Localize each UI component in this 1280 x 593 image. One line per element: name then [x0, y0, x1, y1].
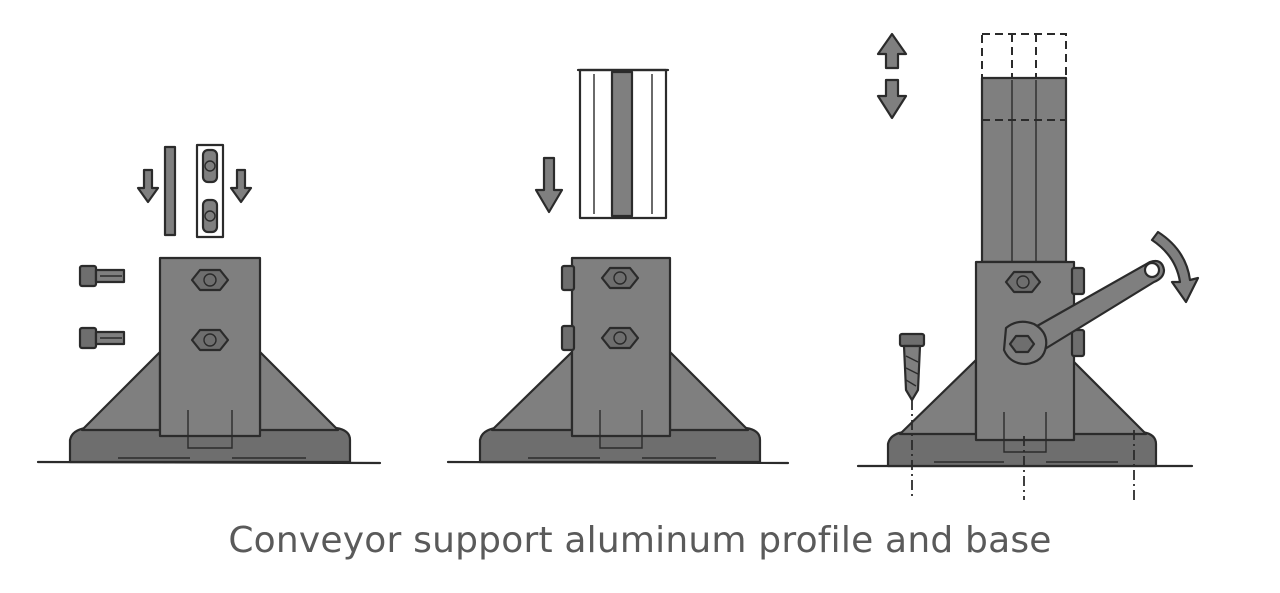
bolt-icon [78, 264, 126, 288]
hex-nut-icon [600, 326, 640, 350]
aluminum-profile [576, 68, 670, 220]
column-slot [187, 410, 233, 449]
down-arrow-icon [229, 168, 253, 204]
right-gusset [1070, 358, 1148, 436]
hex-nut-icon [190, 328, 230, 352]
connector-plate [195, 143, 225, 239]
anchor-bolt-icon [898, 332, 926, 500]
hex-nut-icon [190, 268, 230, 292]
bolt-icon [78, 326, 126, 350]
bolt-icon [1070, 266, 1086, 296]
hex-nut-icon [1004, 270, 1042, 294]
right-gusset [258, 350, 340, 432]
hex-nut-icon [600, 266, 640, 290]
assembly-diagram: .st { stroke:#2b2b2b; stroke-width:2.2; … [36, 32, 1200, 500]
column-slot [1003, 412, 1047, 453]
right-gusset [668, 350, 750, 432]
column-slot [599, 410, 643, 449]
diagram-caption: Conveyor support aluminum profile and ba… [228, 520, 1052, 561]
up-down-arrow-icon [876, 32, 908, 120]
wrench-icon [1002, 259, 1166, 366]
bolt-icon [1070, 328, 1086, 358]
rotate-arrow-icon [1150, 230, 1200, 304]
left-gusset [80, 350, 162, 432]
bolt-icon [560, 264, 576, 292]
extended-profile [980, 33, 1068, 264]
connector-strip [163, 145, 177, 237]
left-gusset [490, 350, 574, 432]
panel-step-1 [36, 143, 382, 465]
down-arrow-icon [136, 168, 160, 204]
bolt-icon [560, 324, 576, 352]
panel-step-2 [446, 68, 790, 465]
down-arrow-icon [534, 156, 564, 214]
panel-step-3 [856, 32, 1200, 500]
